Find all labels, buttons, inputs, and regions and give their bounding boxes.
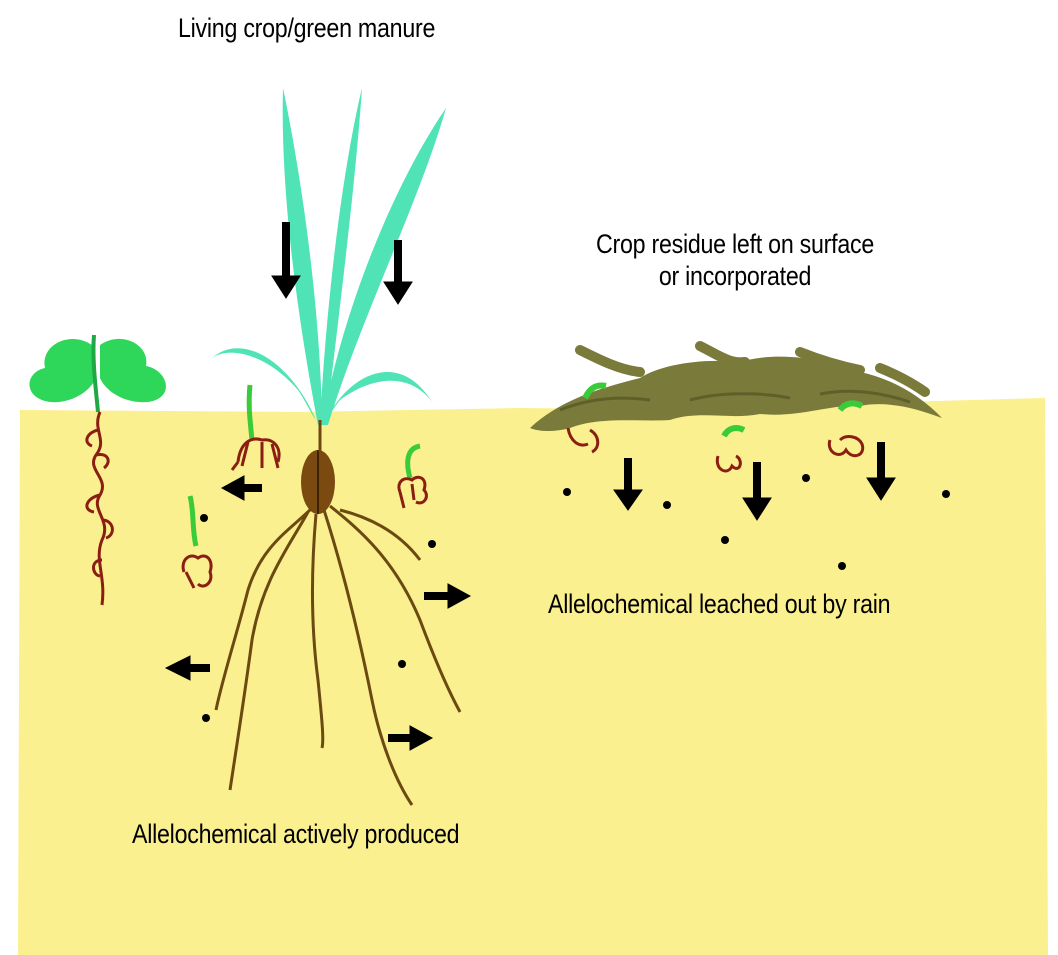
living-crop-label: Living crop/green manure — [178, 12, 435, 44]
produced-label: Allelochemical actively produced — [132, 818, 459, 850]
crop-residue-label-line2: or incorporated — [572, 260, 899, 292]
crop-residue-label: Crop residue left on surface or incorpor… — [572, 228, 899, 292]
leached-label: Allelochemical leached out by rain — [548, 588, 890, 620]
soil — [18, 398, 1048, 955]
crop-residue-label-line1: Crop residue left on surface — [572, 228, 899, 260]
